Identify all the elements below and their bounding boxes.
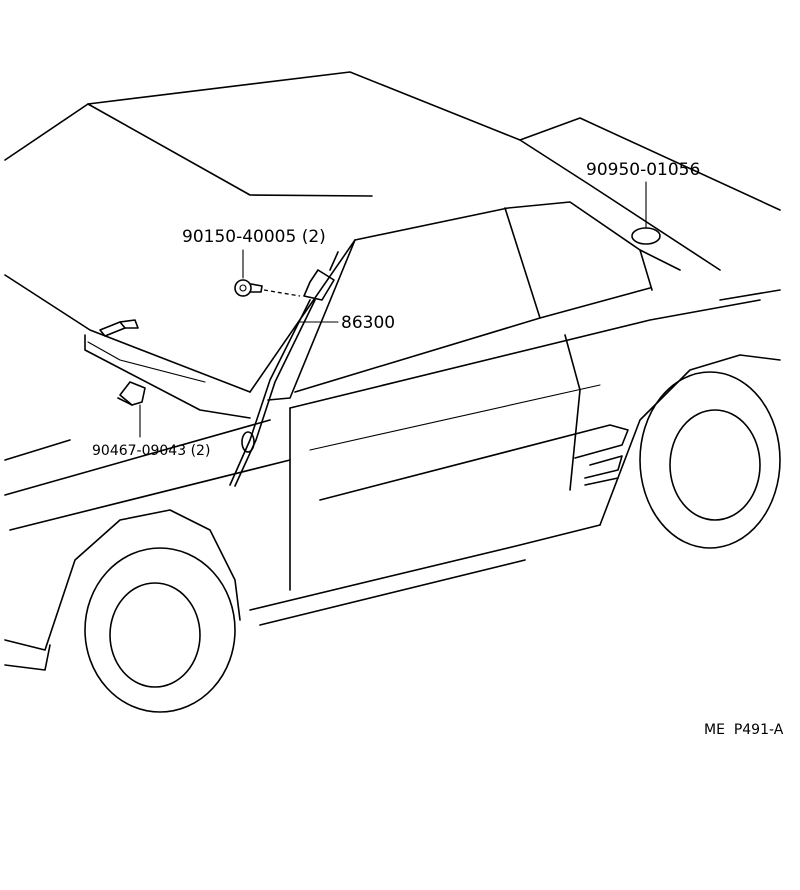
part-label-grommet: 90950-01056 <box>586 160 700 180</box>
part-label-antenna: 86300 <box>341 313 395 333</box>
reference-code: ME P491-A <box>704 722 784 738</box>
clamp-part <box>117 381 146 406</box>
nozzle-part <box>99 319 139 337</box>
antenna-part <box>229 251 339 487</box>
screw-part <box>234 279 301 297</box>
part-label-screw: 90150-40005 (2) <box>182 227 326 247</box>
part-label-clamp: 90467-09043 (2) <box>92 443 210 459</box>
grommet-part <box>631 227 661 245</box>
car-body-outline <box>4 71 781 713</box>
